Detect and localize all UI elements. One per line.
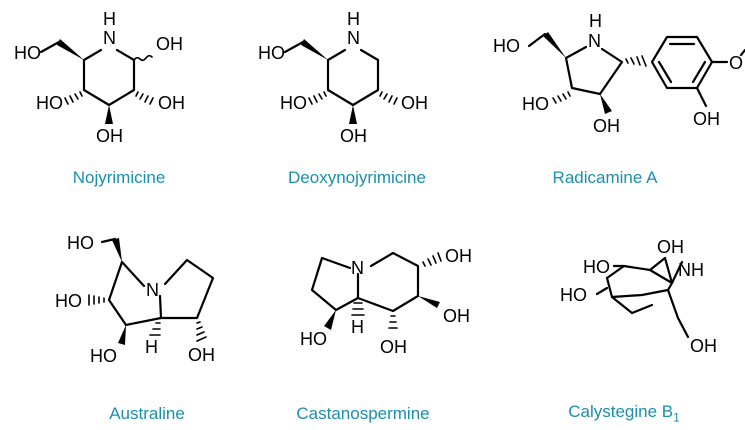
compound-name-nojyrimicine: Nojyrimicine [72,168,166,187]
label-n: N [588,31,601,51]
label-ho: HO [280,93,307,113]
label-oh: OH [401,93,428,113]
compound-name-subscript: 1 [673,410,680,425]
compound-name-text: Calystegine B [568,402,674,421]
label-oh: OH [693,109,720,129]
label-h: H [347,9,360,29]
label-oh: OH [96,126,123,146]
label-ho: HO [258,43,285,63]
label-h: H [589,11,602,31]
label-oh: OH [380,337,407,357]
compound-name-calystegine-b1: Calystegine B1 [568,402,680,424]
label-n: N [351,258,364,278]
label-ho: HO [55,291,82,311]
structure-castanospermine: N OH OH HO H OH [300,246,472,357]
label-oh: OH [156,34,183,54]
label-oh: OH [188,345,215,365]
compound-name-australine: Australine [109,404,185,423]
label-ho: HO [493,36,520,56]
label-ho: HO [300,329,327,349]
compound-name-castanospermine: Castanospermine [296,404,430,423]
label-h: H [103,9,116,29]
label-oh: OH [657,237,684,257]
label-ho: HO [36,93,63,113]
structure-australine: HO N HO HO H OH [55,233,215,366]
compound-name-radicamine-a: Radicamine A [552,168,658,187]
compound-name-deoxynojyrimicine: Deoxynojyrimicine [288,168,426,187]
label-o: O [729,53,743,73]
label-oh: OH [158,93,185,113]
label-n: N [146,280,159,300]
label-ho: HO [90,346,117,366]
label-oh: OH [443,306,470,326]
label-ho: HO [14,43,41,63]
label-n: N [347,28,360,48]
label-ho: HO [583,257,610,277]
structure-deoxynojyrimicine: HO H N HO OH OH [258,9,428,146]
label-oh: OH [445,246,472,266]
label-h: H [351,317,364,337]
label-h: H [145,337,158,357]
label-oh: OH [690,336,717,356]
label-n: N [103,28,116,48]
label-ho: HO [522,94,549,114]
label-oh: OH [340,126,367,146]
structure-calystegine-b1: OH HO NH HO OH [560,237,717,356]
label-nh: NH [678,260,704,280]
structure-radicamine-a: HO H N HO OH O OH [493,11,745,136]
label-ho: HO [67,233,94,253]
label-ho: HO [560,285,587,305]
label-oh: OH [593,116,620,136]
structure-nojyrimicine: HO H N OH HO OH OH [14,9,185,146]
